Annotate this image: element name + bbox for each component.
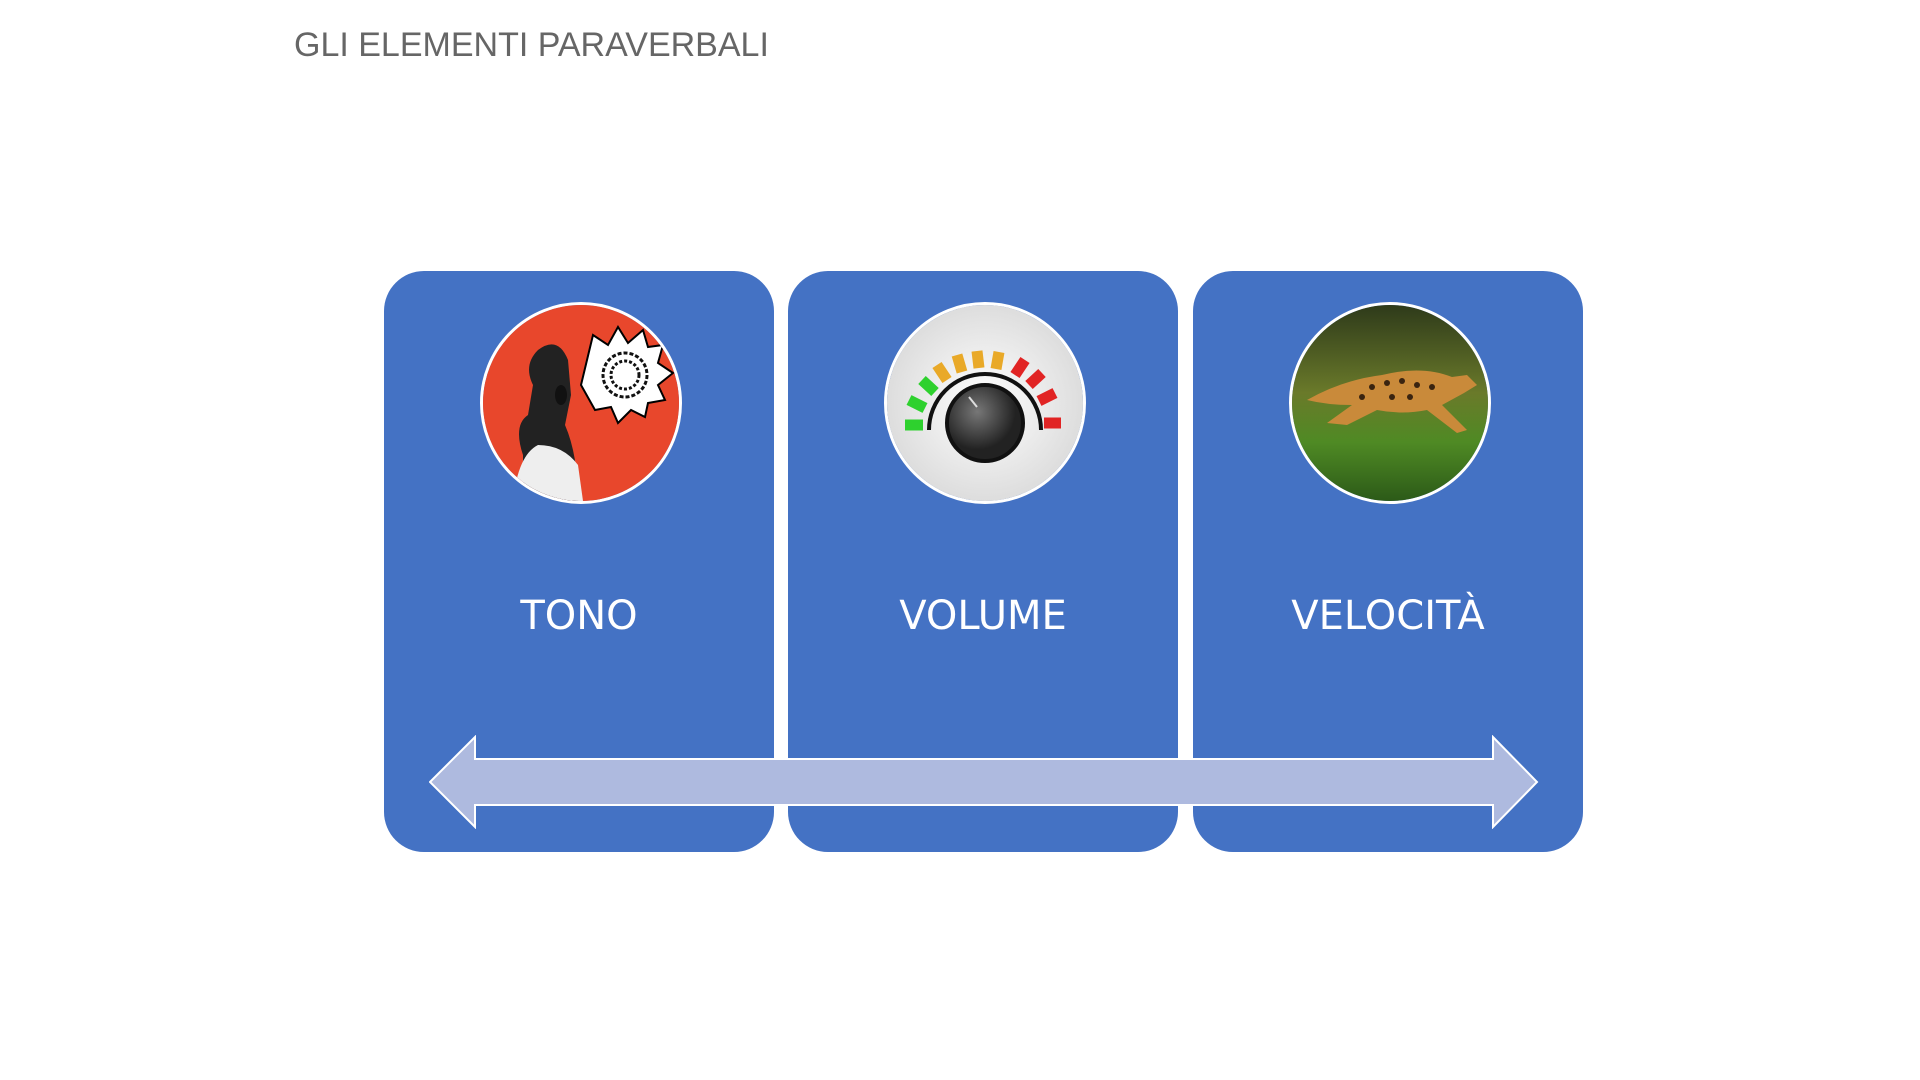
- card-volume: VOLUME: [788, 271, 1178, 852]
- screaming-girl-image: [480, 302, 682, 504]
- card-label: TONO: [520, 593, 638, 639]
- slide-title: GLI ELEMENTI PARAVERBALI: [294, 26, 769, 64]
- card-tono: TONO: [384, 271, 774, 852]
- double-arrow: [429, 735, 1539, 829]
- cheetah-image: [1289, 302, 1491, 504]
- card-label: VOLUME: [899, 593, 1067, 639]
- volume-knob-image: [884, 302, 1086, 504]
- card-label: VELOCITÀ: [1291, 593, 1485, 639]
- card-velocita: VELOCITÀ: [1193, 271, 1583, 852]
